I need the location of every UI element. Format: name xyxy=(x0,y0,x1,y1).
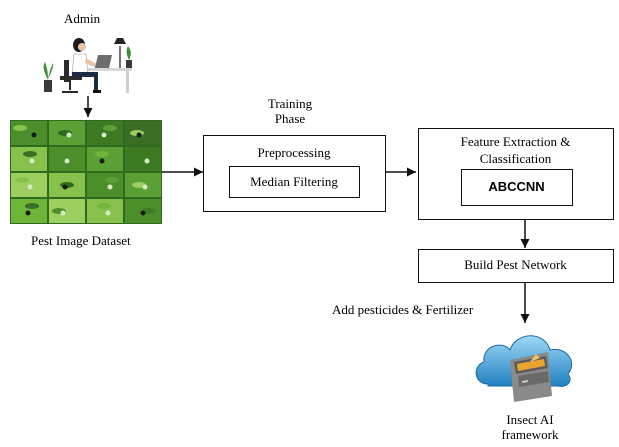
pest-image-tile xyxy=(87,173,123,197)
pest-image-leaf xyxy=(142,208,156,214)
pest-image-insect xyxy=(142,184,148,190)
pest-image-leaf xyxy=(23,151,37,157)
pest-image-insect xyxy=(31,132,37,138)
abccnn-box: ABCCNN xyxy=(461,169,573,206)
pest-image-insect xyxy=(66,132,72,138)
pest-image-insect xyxy=(144,158,150,164)
training-phase-label: Training Phase xyxy=(250,96,330,126)
pest-image-leaf xyxy=(132,182,146,188)
feature-title-line2: Classification xyxy=(479,151,552,166)
admin-person-icon xyxy=(43,38,132,93)
pest-image-leaf xyxy=(95,151,109,157)
pest-image-leaf xyxy=(103,125,117,131)
pest-image-insect xyxy=(107,184,113,190)
feature-extraction-box: Feature Extraction & Classification ABCC… xyxy=(418,128,614,220)
build-pest-network-label: Build Pest Network xyxy=(464,257,567,272)
pest-image-insect xyxy=(101,132,107,138)
pest-image-insect xyxy=(140,210,146,216)
pest-image-insect xyxy=(62,184,68,190)
pest-image-tile xyxy=(87,147,123,171)
cloud-storage-icon xyxy=(475,335,573,402)
pest-image-insect xyxy=(64,158,70,164)
preprocessing-box: Preprocessing Median Filtering xyxy=(203,135,386,212)
output-line2: framework xyxy=(501,427,559,442)
admin-label: Admin xyxy=(64,11,101,26)
pest-image-leaf xyxy=(25,203,39,209)
pest-image-insect xyxy=(60,210,66,216)
pest-image-tile xyxy=(11,147,47,171)
pest-image-insect xyxy=(29,158,35,164)
pest-image-insect xyxy=(27,184,33,190)
training-phase-line2: Phase xyxy=(274,111,306,126)
pest-image-insect xyxy=(25,210,31,216)
pest-image-grid-icon xyxy=(10,120,162,224)
pest-image-tile xyxy=(11,121,47,145)
pest-image-leaf xyxy=(97,203,111,209)
pesticides-label: Add pesticides & Fertilizer xyxy=(332,302,474,317)
pest-image-insect xyxy=(136,132,142,138)
pest-image-insect xyxy=(105,210,111,216)
median-filtering-label: Median Filtering xyxy=(250,174,338,189)
pest-image-leaf xyxy=(105,177,119,183)
dataset-label: Pest Image Dataset xyxy=(31,233,131,248)
pest-image-leaf xyxy=(68,156,82,162)
training-phase-line1: Training xyxy=(267,96,313,111)
feature-title-line1: Feature Extraction & xyxy=(460,134,571,149)
abccnn-label: ABCCNN xyxy=(488,179,545,194)
pest-image-leaf xyxy=(13,125,27,131)
pest-image-insect xyxy=(99,158,105,164)
median-filtering-box: Median Filtering xyxy=(229,166,360,198)
pest-image-tile xyxy=(87,199,123,223)
build-pest-network-box: Build Pest Network xyxy=(418,249,614,283)
preprocessing-title: Preprocessing xyxy=(257,145,331,160)
output-line1: Insect AI xyxy=(506,412,554,427)
pest-image-leaf xyxy=(15,177,29,183)
output-label: Insect AI framework xyxy=(480,412,580,442)
